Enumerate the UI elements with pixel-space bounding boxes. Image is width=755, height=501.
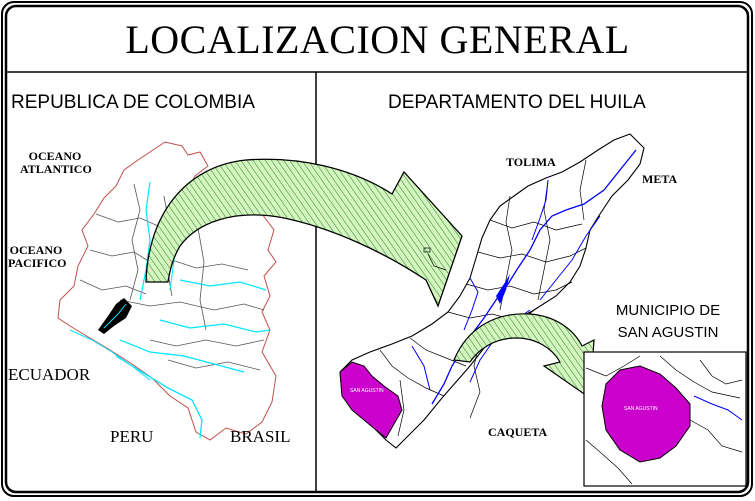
inset-map bbox=[585, 355, 743, 485]
label-oceano-atlantico: OCEANO ATLANTICO bbox=[20, 149, 92, 176]
label-oceano-pacifico-line1: OCEANO bbox=[9, 243, 63, 257]
huila-map bbox=[339, 133, 645, 449]
label-meta: META bbox=[642, 172, 678, 186]
label-ecuador: ECUADOR bbox=[8, 365, 91, 384]
municipality-tag-huila: SAN AGUSTIN bbox=[350, 388, 384, 394]
municipality-tag-inset: SAN AGUSTIN bbox=[624, 406, 658, 412]
map-title: LOCALIZACION GENERAL bbox=[125, 17, 630, 62]
inset-heading: MUNICIPIO DE SAN AGUSTIN bbox=[582, 300, 754, 344]
inset-heading-line2: SAN AGUSTIN bbox=[617, 324, 719, 341]
label-oceano-pacifico-line2: PACIFICO bbox=[8, 255, 67, 270]
label-tolima: TOLIMA bbox=[506, 155, 556, 169]
label-brasil: BRASIL bbox=[230, 427, 291, 446]
label-peru: PERU bbox=[110, 427, 154, 446]
label-oceano-pacifico: OCEANO PACIFICO bbox=[8, 243, 67, 270]
inset-heading-line1: MUNICIPIO DE bbox=[615, 302, 721, 319]
label-oceano-atlantico-line1: OCEANO bbox=[28, 149, 82, 163]
label-caqueta: CAQUETA bbox=[488, 425, 548, 439]
zoom-arrow-colombia-to-huila bbox=[145, 158, 463, 308]
left-panel-heading: REPUBLICA DE COLOMBIA bbox=[11, 92, 255, 113]
zoom-arrow-huila-to-inset bbox=[453, 313, 595, 400]
label-oceano-atlantico-line2: ATLANTICO bbox=[20, 161, 92, 176]
right-panel-heading: DEPARTAMENTO DEL HUILA bbox=[388, 92, 646, 113]
